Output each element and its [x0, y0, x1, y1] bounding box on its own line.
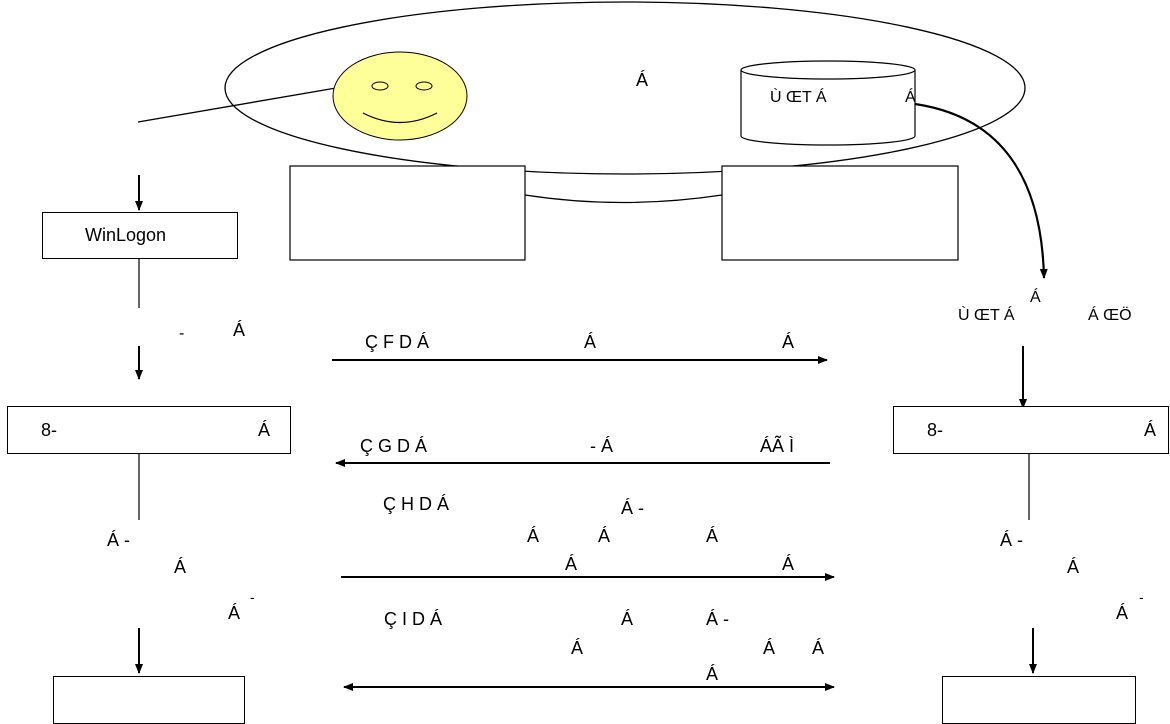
database-icon — [740, 60, 916, 146]
user-smiley-icon — [332, 51, 468, 141]
right-auth-label: 8- — [927, 420, 944, 440]
message-4-prefix: Ç I D Á — [384, 609, 443, 629]
message-4-text-4: Á — [763, 638, 776, 658]
left-auth-box: 8- Á — [7, 406, 291, 454]
message-3-text-4: Á — [706, 526, 719, 546]
left-label-2c: - — [250, 589, 255, 605]
right-top-b: Ù ŒT Á — [958, 307, 1015, 324]
right-auth-box: 8- Á — [893, 406, 1169, 454]
message-4-text-5: Á — [812, 638, 825, 658]
right-label-2c: - — [1139, 589, 1144, 605]
message-3-text-5: Á — [565, 554, 578, 574]
left-label-1b: Á — [233, 320, 246, 340]
message-4-text-1: Á — [621, 609, 634, 629]
message-1-text-1: Á — [584, 332, 597, 352]
database-side-mark: Á — [905, 89, 916, 106]
message-3-text-6: Á — [782, 554, 795, 574]
left-auth-label: 8- — [41, 420, 58, 440]
database-label: Ù ŒT Á — [770, 89, 827, 106]
message-3-text-2: Á — [527, 526, 540, 546]
winlogon-box: WinLogon — [42, 212, 238, 259]
left-auth-suffix: Á — [258, 420, 271, 440]
message-2-text-2: ÁÃ Ì — [760, 436, 795, 456]
right-label-2a: Á - — [1000, 530, 1024, 550]
message-1-text-2: Á — [782, 332, 795, 352]
right-bottom-box — [942, 676, 1136, 724]
user-connector-line — [137, 87, 337, 123]
right-top-a: Á — [1030, 289, 1041, 306]
message-3-text-1: Á - — [621, 498, 645, 518]
message-2-prefix: Ç G D Á — [360, 436, 428, 456]
message-4-text-2: Á - — [706, 609, 730, 629]
right-auth-suffix: Á — [1144, 420, 1157, 440]
ellipse-center-label: Á — [636, 70, 649, 90]
top-boxes-connector — [524, 194, 723, 204]
left-label-1a: - — [179, 325, 185, 342]
message-4-text-3: Á — [571, 638, 584, 658]
left-label-2a: Á - — [107, 530, 131, 550]
winlogon-label: WinLogon — [85, 225, 167, 245]
message-3-prefix: Ç H D Á — [383, 494, 450, 514]
message-1-prefix: Ç F D Á — [365, 332, 430, 352]
message-2-text-1: - Á — [590, 436, 614, 456]
right-top-c: Á ŒÖ — [1088, 307, 1132, 324]
left-label-2b: Á — [174, 557, 187, 577]
system-ellipse — [224, 1, 1026, 175]
left-label-2d: Á — [228, 603, 241, 623]
right-label-2d: Á — [1116, 603, 1129, 623]
top-right-box — [721, 165, 959, 261]
top-left-box — [289, 165, 526, 261]
message-3-text-3: Á — [598, 526, 611, 546]
message-4-text-6: Á — [706, 664, 719, 684]
right-label-2b: Á — [1067, 557, 1080, 577]
left-bottom-box — [53, 676, 245, 724]
database-arrow — [914, 102, 1048, 279]
